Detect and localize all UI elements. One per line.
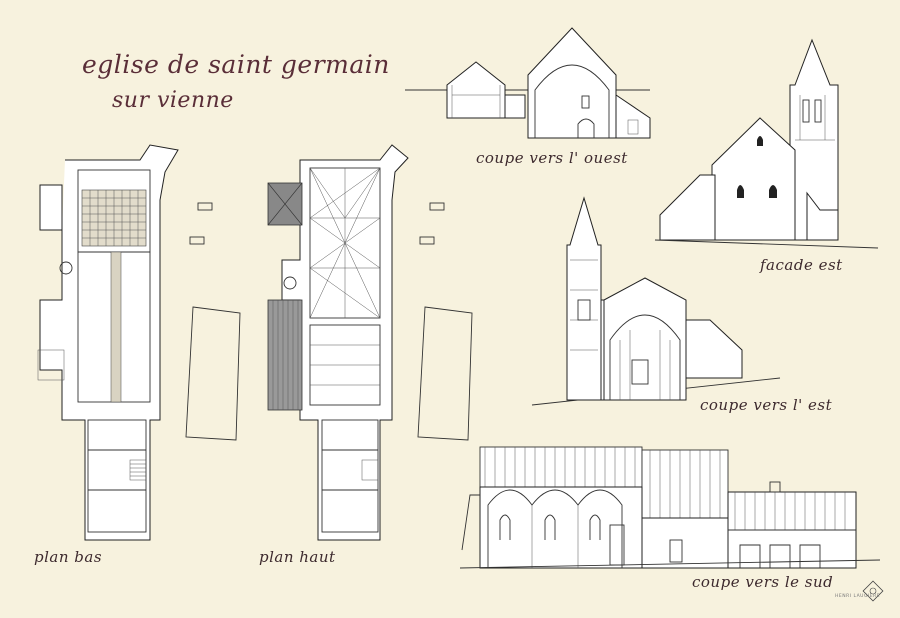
- title-line-2: sur vienne: [112, 88, 234, 113]
- caption-plan-haut: plan haut: [259, 548, 336, 566]
- caption-facade-est: facade est: [760, 256, 843, 274]
- title-line-1: eglise de saint germain: [82, 50, 390, 79]
- plan-haut-detail-1: [429, 202, 445, 211]
- caption-coupe-sud: coupe vers le sud: [692, 573, 834, 591]
- plan-bas-slab: [185, 306, 241, 441]
- plan-haut-slab: [417, 306, 473, 441]
- caption-plan-bas: plan bas: [34, 548, 103, 566]
- architect-signature: HENRI LAUGIERE: [835, 594, 881, 599]
- plan-bas-detail-2: [189, 236, 205, 245]
- coupe-ouest-drawing: [405, 27, 651, 139]
- coupe-est-drawing: [531, 196, 781, 406]
- plan-bas-detail-1: [197, 202, 213, 211]
- plan-haut-detail-2: [419, 236, 435, 245]
- plan-bas-drawing: [37, 144, 179, 541]
- caption-coupe-ouest: coupe vers l' ouest: [476, 149, 628, 167]
- caption-coupe-est: coupe vers l' est: [700, 396, 833, 414]
- architect-stamp-icon: [862, 580, 884, 602]
- facade-est-drawing: [654, 38, 879, 249]
- plan-haut-drawing: [267, 144, 409, 541]
- coupe-sud-drawing: [459, 446, 881, 569]
